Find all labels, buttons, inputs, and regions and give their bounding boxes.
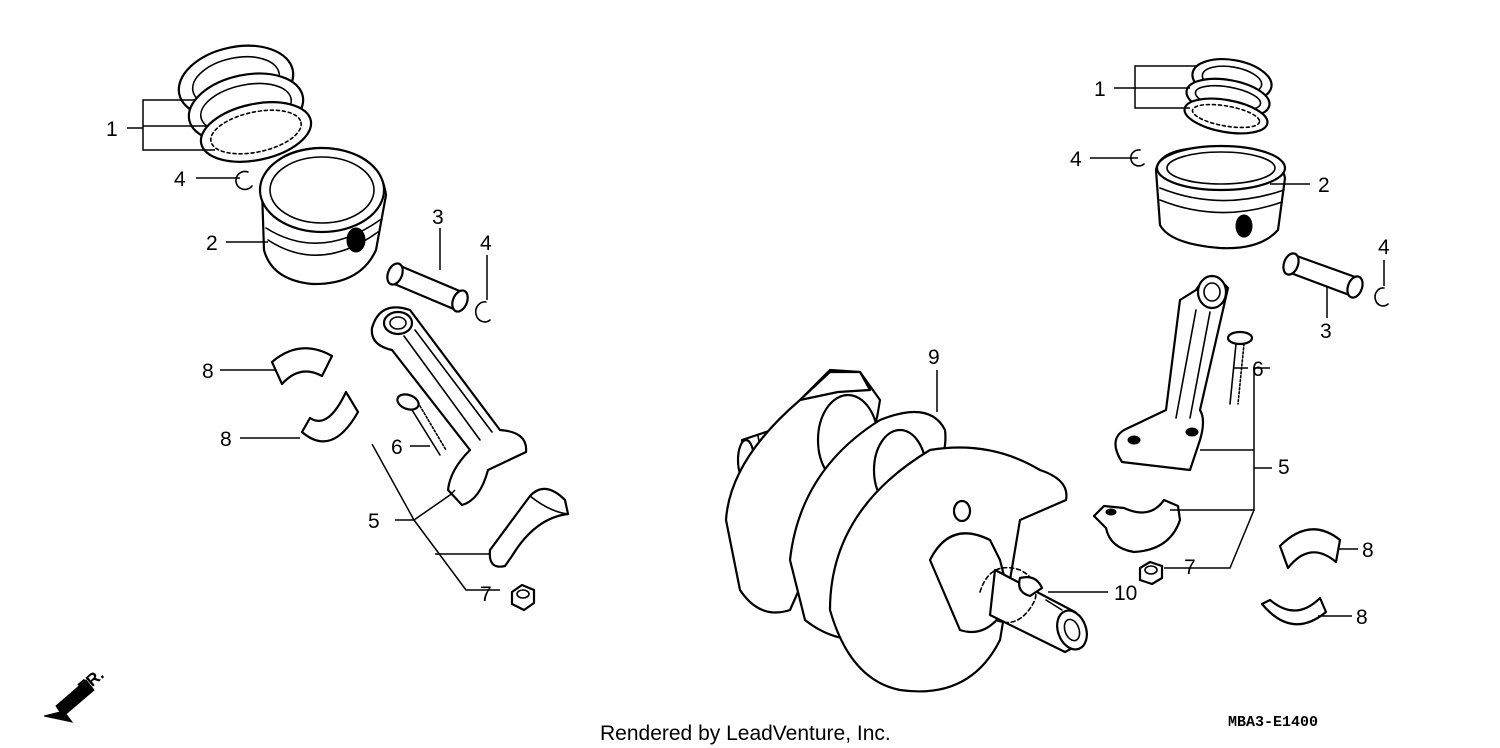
callout-left-bearing-b: 8 bbox=[220, 428, 232, 451]
crankshaft-key[interactable] bbox=[1018, 576, 1044, 598]
left-rod-nut[interactable] bbox=[510, 583, 536, 612]
left-piston[interactable] bbox=[258, 146, 388, 286]
right-rod-cap[interactable] bbox=[1092, 498, 1182, 554]
right-piston-rings[interactable] bbox=[1182, 53, 1275, 139]
left-connecting-rod[interactable] bbox=[370, 306, 528, 507]
left-bearing-b[interactable] bbox=[300, 390, 360, 443]
callout-right-bearing-b: 8 bbox=[1356, 606, 1368, 629]
callout-right-bearing-a: 8 bbox=[1362, 539, 1374, 562]
callout-crankshaft: 9 bbox=[928, 346, 940, 369]
callout-right-clip-a: 4 bbox=[1070, 148, 1082, 171]
callout-left-clip-a: 4 bbox=[174, 168, 186, 191]
callout-right-rod-nut: 7 bbox=[1184, 556, 1196, 579]
callout-left-rod: 5 bbox=[368, 510, 380, 533]
right-bearing-a[interactable] bbox=[1278, 528, 1342, 570]
right-piston-clip-a[interactable] bbox=[1130, 149, 1145, 167]
right-piston-clip-b[interactable] bbox=[1374, 287, 1389, 307]
right-rod-bolt[interactable] bbox=[1226, 330, 1254, 405]
left-piston-clip-a[interactable] bbox=[235, 170, 253, 191]
right-connecting-rod[interactable] bbox=[1114, 274, 1230, 472]
right-piston-pin[interactable] bbox=[1281, 251, 1366, 299]
right-bearing-b[interactable] bbox=[1260, 596, 1328, 626]
left-rod-cap[interactable] bbox=[488, 487, 570, 568]
left-rod-bolt[interactable] bbox=[395, 392, 447, 456]
callout-left-piston: 2 bbox=[206, 232, 218, 255]
front-arrow-icon bbox=[43, 679, 95, 723]
callout-left-piston-rings: 1 bbox=[106, 118, 118, 141]
diagram-code: MBA3-E1400 bbox=[1228, 714, 1318, 731]
front-direction-indicator: FR. bbox=[43, 665, 108, 723]
callout-right-rod: 5 bbox=[1278, 456, 1290, 479]
left-piston-pin[interactable] bbox=[384, 261, 470, 314]
callout-left-clip-b: 4 bbox=[480, 232, 492, 255]
callout-right-pin: 3 bbox=[1320, 320, 1332, 343]
left-bearing-a[interactable] bbox=[270, 347, 334, 386]
callout-left-rod-bolt: 6 bbox=[391, 436, 403, 459]
right-rod-nut[interactable] bbox=[1138, 560, 1164, 586]
callout-right-rod-bolt: 6 bbox=[1252, 358, 1264, 381]
left-piston-rings[interactable] bbox=[172, 36, 317, 171]
right-piston[interactable] bbox=[1154, 144, 1287, 250]
callout-left-bearing-a: 8 bbox=[202, 360, 214, 383]
render-credit: Rendered by LeadVenture, Inc. bbox=[600, 722, 891, 745]
callout-right-piston-rings: 1 bbox=[1094, 78, 1106, 101]
callout-left-rod-nut: 7 bbox=[480, 583, 492, 606]
callout-left-pin: 3 bbox=[432, 206, 444, 229]
left-piston-clip-b[interactable] bbox=[474, 301, 491, 323]
crankshaft[interactable] bbox=[724, 368, 1092, 693]
callout-right-piston: 2 bbox=[1318, 174, 1330, 197]
callout-right-clip-b: 4 bbox=[1378, 236, 1390, 259]
callout-crankshaft-key: 10 bbox=[1114, 582, 1137, 605]
